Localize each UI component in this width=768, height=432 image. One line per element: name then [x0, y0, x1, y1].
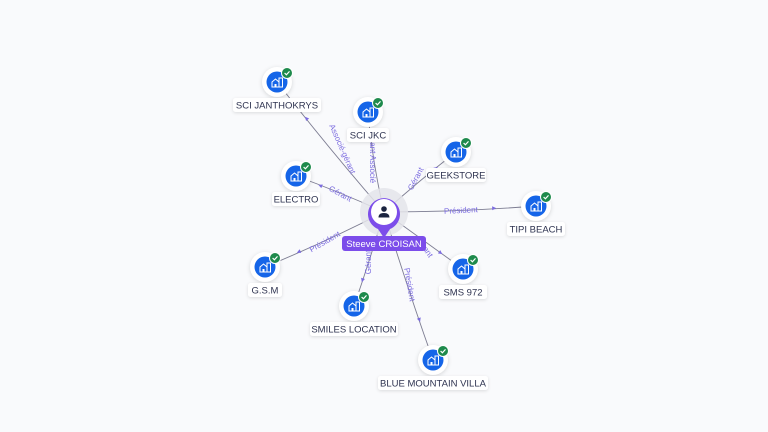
node-label-bg [439, 285, 487, 299]
company-icon [259, 262, 271, 273]
company-node-geekstore[interactable]: GEEKSTORE [426, 137, 486, 182]
node-name[interactable]: SMS 972 [443, 288, 482, 299]
verified-check-icon [358, 291, 370, 303]
edge-arrow-sci-janthokrys [305, 116, 310, 122]
company-icon [348, 301, 360, 312]
node-name[interactable]: G.S.M [252, 286, 279, 297]
node-name[interactable]: GEEKSTORE [427, 171, 486, 182]
verified-check-icon [269, 252, 281, 264]
company-icon [530, 201, 542, 212]
verified-check-icon [300, 161, 312, 173]
verified-check-icon [467, 254, 479, 266]
node-label-bg [272, 192, 320, 206]
node-label-bg [507, 222, 565, 236]
verified-check-icon [540, 191, 552, 203]
center-person-node[interactable]: Steeve CROISAN [342, 188, 426, 251]
company-node-smiles-location[interactable]: SMILES LOCATION [310, 291, 398, 336]
company-node-sms-972[interactable]: SMS 972 [439, 254, 487, 299]
person-icon [378, 206, 390, 218]
edge-arrow-sms-972 [437, 250, 443, 255]
node-label-bg [233, 98, 321, 112]
company-icon [362, 107, 374, 118]
verified-check-icon [281, 67, 293, 79]
edge-label-blue-mountain-villa: Président [402, 267, 417, 303]
edge-label-smiles-location: Gérant [364, 249, 373, 274]
company-node-sci-janthokrys[interactable]: SCI JANTHOKRYS [233, 67, 321, 112]
verified-check-icon [372, 97, 384, 109]
node-label-bg [248, 283, 282, 297]
center-person-name[interactable]: Steeve CROISAN [346, 239, 422, 250]
company-icon [427, 355, 439, 366]
company-node-blue-mountain-villa[interactable]: BLUE MOUNTAIN VILLA [378, 345, 488, 390]
edge-arrow-smiles-location [361, 277, 365, 283]
node-label-bg [378, 376, 488, 390]
edge-label-sci-jkc: Gérant Associé [368, 129, 377, 184]
company-node-gsm[interactable]: G.S.M [248, 252, 282, 297]
edge-arrow-tipi-beach [492, 206, 497, 211]
verified-check-icon [460, 137, 472, 149]
edge-arrow-blue-mountain-villa [416, 317, 421, 322]
node-name[interactable]: SCI JKC [350, 131, 387, 142]
node-name[interactable]: SMILES LOCATION [311, 325, 396, 336]
node-name[interactable]: BLUE MOUNTAIN VILLA [380, 379, 487, 390]
company-icon [271, 77, 283, 88]
company-icon [450, 147, 462, 158]
node-label-bg [347, 128, 389, 142]
edge-label-tipi-beach: Président [444, 205, 479, 216]
company-node-sci-jkc[interactable]: SCI JKC [347, 97, 389, 142]
nodes-layer: SCI JANTHOKRYS SCI JKC GEEKSTORE ELECTRO TIP… [233, 67, 565, 390]
center-pin-inner [371, 199, 397, 225]
node-label-bg [310, 322, 398, 336]
company-icon [457, 264, 469, 275]
center-label-badge [342, 236, 426, 251]
edge-label-gsm: Président [308, 229, 342, 254]
company-node-electro[interactable]: ELECTRO [272, 161, 320, 206]
verified-check-icon [437, 345, 449, 357]
node-label-bg [426, 168, 486, 182]
edge-label-electro: Gérant [327, 184, 354, 204]
edge-arrow-gsm [296, 249, 302, 253]
edge-arrow-electro [318, 184, 323, 189]
node-name[interactable]: TIPI BEACH [510, 225, 563, 236]
company-icon [290, 171, 302, 182]
node-name[interactable]: SCI JANTHOKRYS [236, 101, 318, 112]
node-name[interactable]: ELECTRO [274, 195, 319, 206]
company-node-tipi-beach[interactable]: TIPI BEACH [507, 191, 565, 236]
